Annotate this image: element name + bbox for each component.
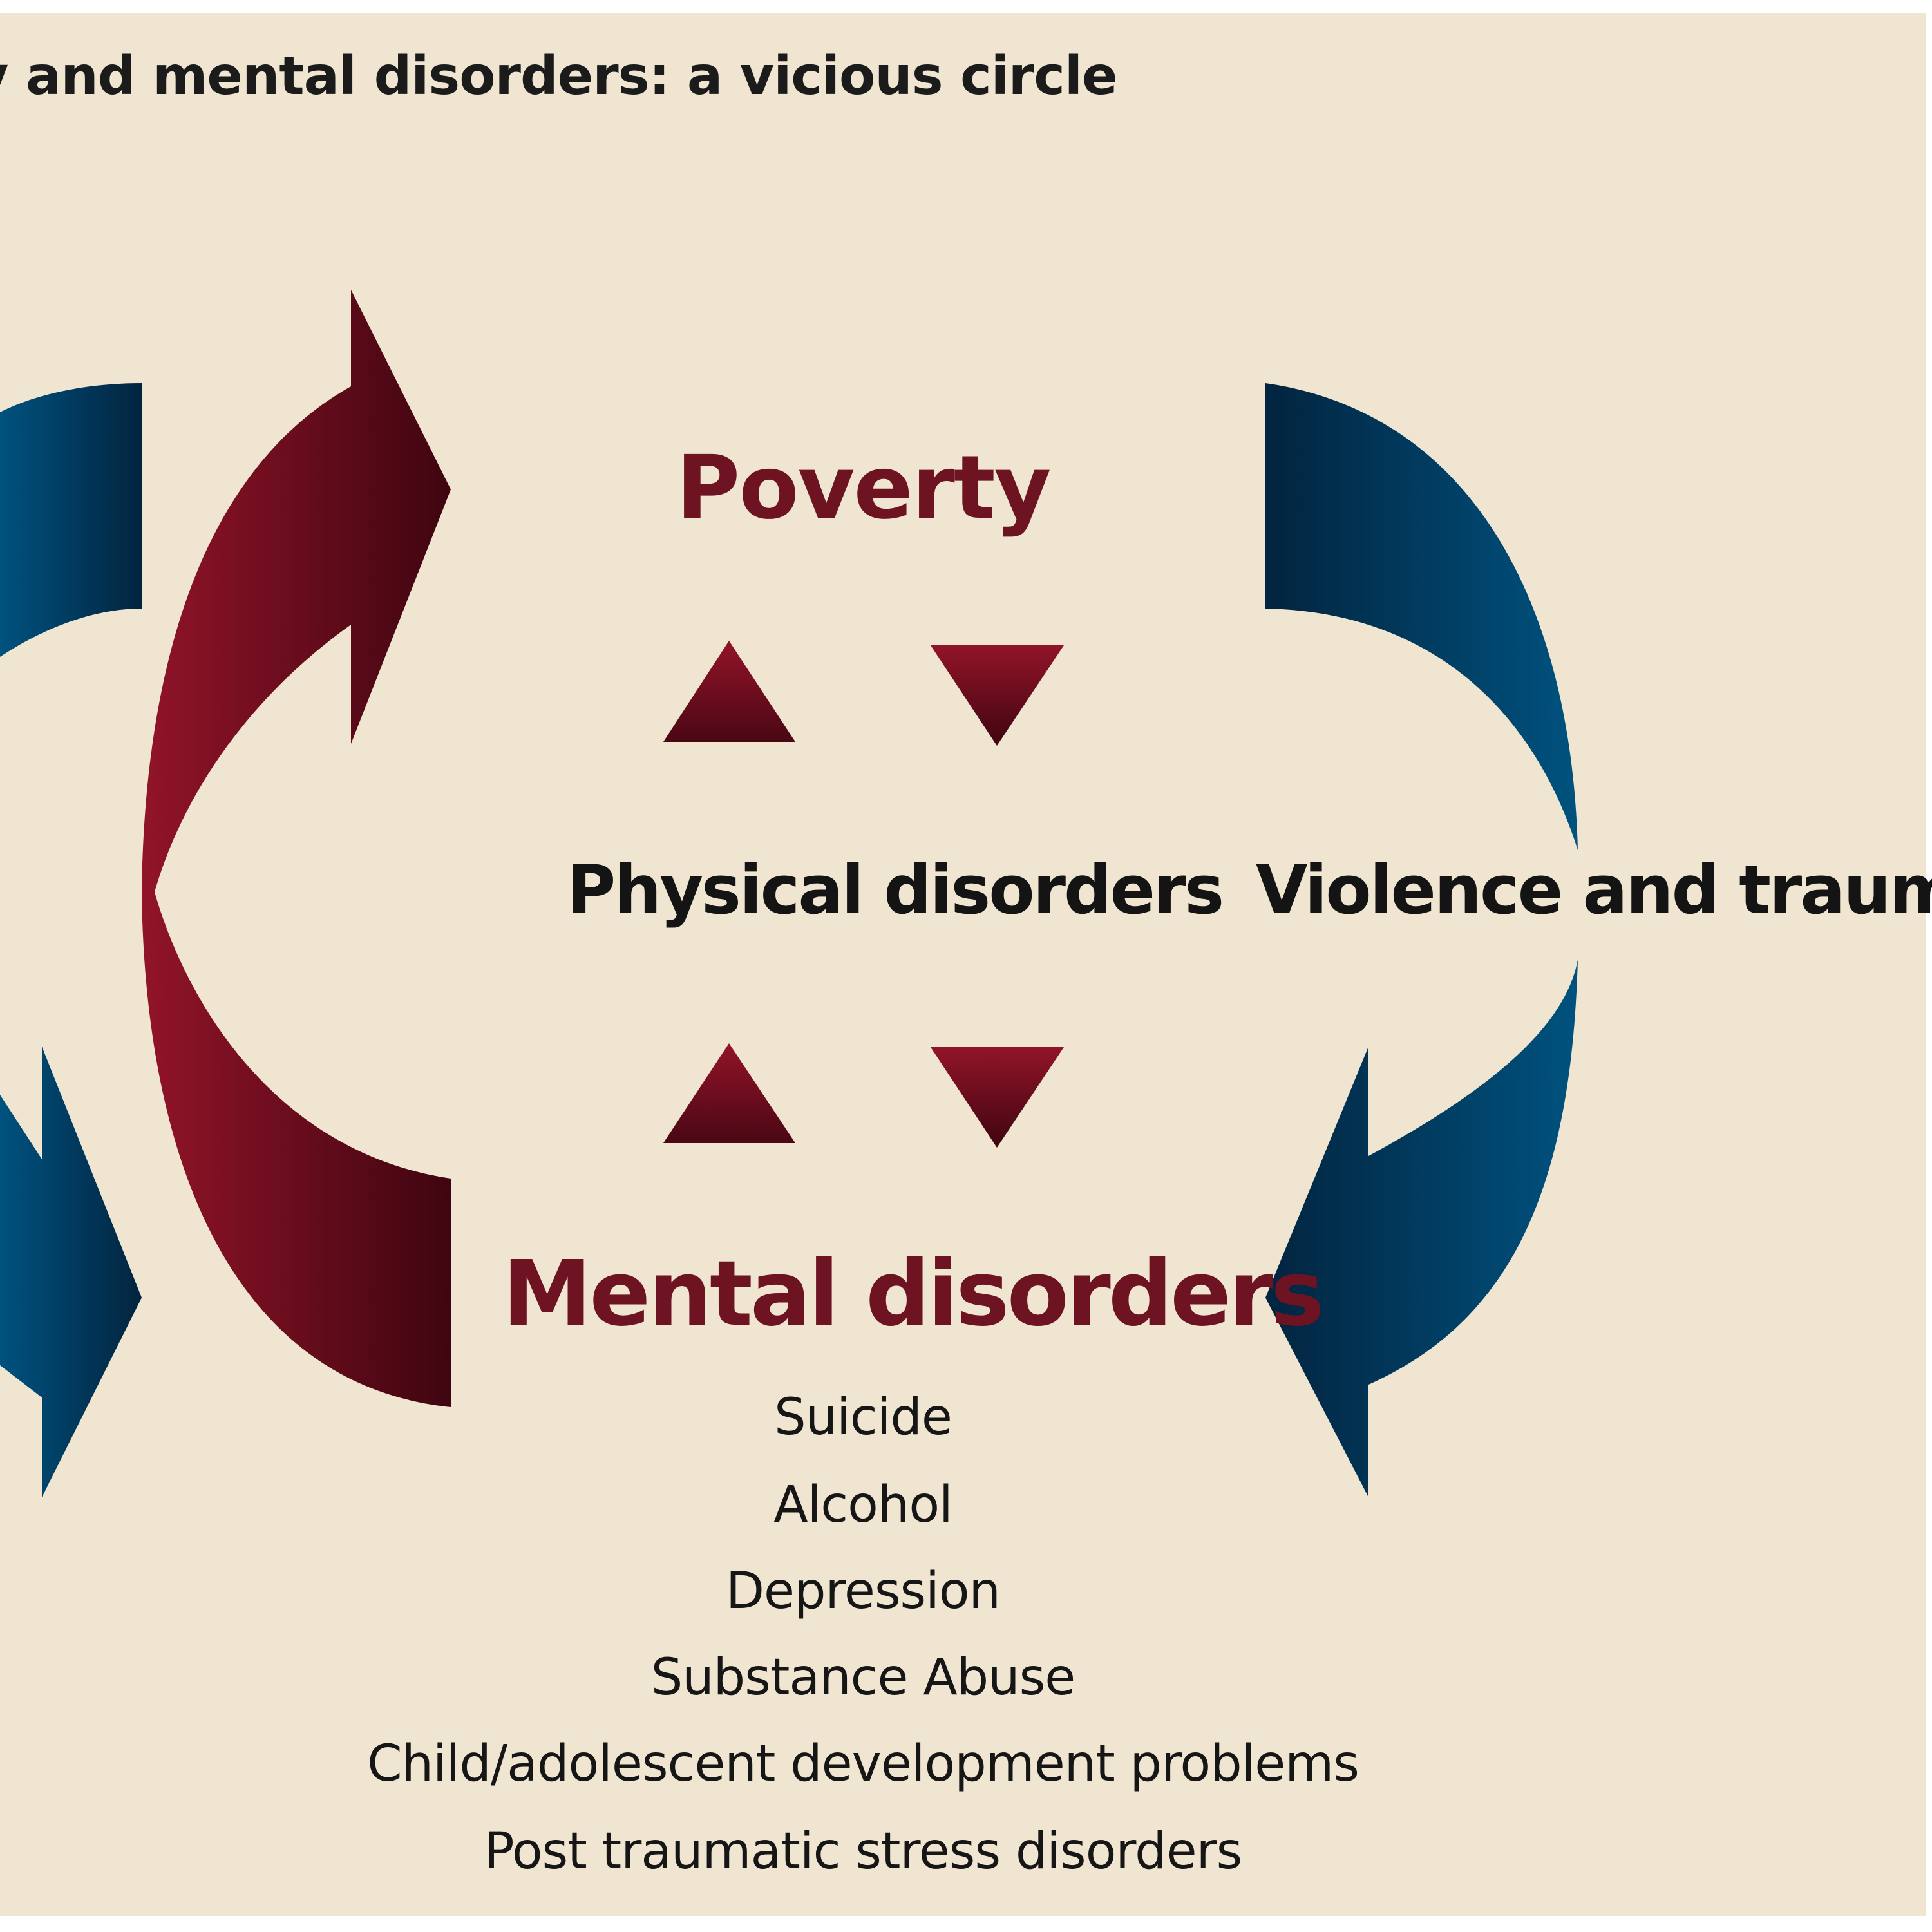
list-item: Post traumatic stress disorders	[484, 1823, 1243, 1880]
triangle-down-icon	[931, 1047, 1064, 1148]
curved-arrow-down-icon	[0, 383, 142, 657]
triangle-up-icon	[663, 1043, 795, 1143]
list-item: Substance Abuse	[650, 1649, 1076, 1707]
node-violence-and-trauma: Violence and trauma	[1256, 851, 1932, 929]
curved-arrow-down-icon	[0, 1046, 142, 1497]
list-item: Alcohol	[773, 1476, 952, 1534]
figure-background-panel	[0, 13, 1926, 1916]
figure-title: y and mental disorders: a vicious circle	[0, 46, 1118, 107]
triangle-down-icon	[931, 645, 1064, 746]
node-poverty: Poverty	[676, 437, 1052, 539]
node-physical-disorders: Physical disorders	[567, 851, 1224, 929]
list-item: Suicide	[774, 1388, 952, 1446]
triangle-up-icon	[663, 641, 795, 742]
curved-arrow-up-icon	[142, 290, 451, 1407]
list-item: Depression	[725, 1562, 1001, 1620]
list-item: Child/adolescent development problems	[367, 1735, 1359, 1793]
node-mental-disorders: Mental disorders	[502, 1242, 1324, 1347]
curved-arrow-down-icon	[1265, 383, 1578, 1497]
